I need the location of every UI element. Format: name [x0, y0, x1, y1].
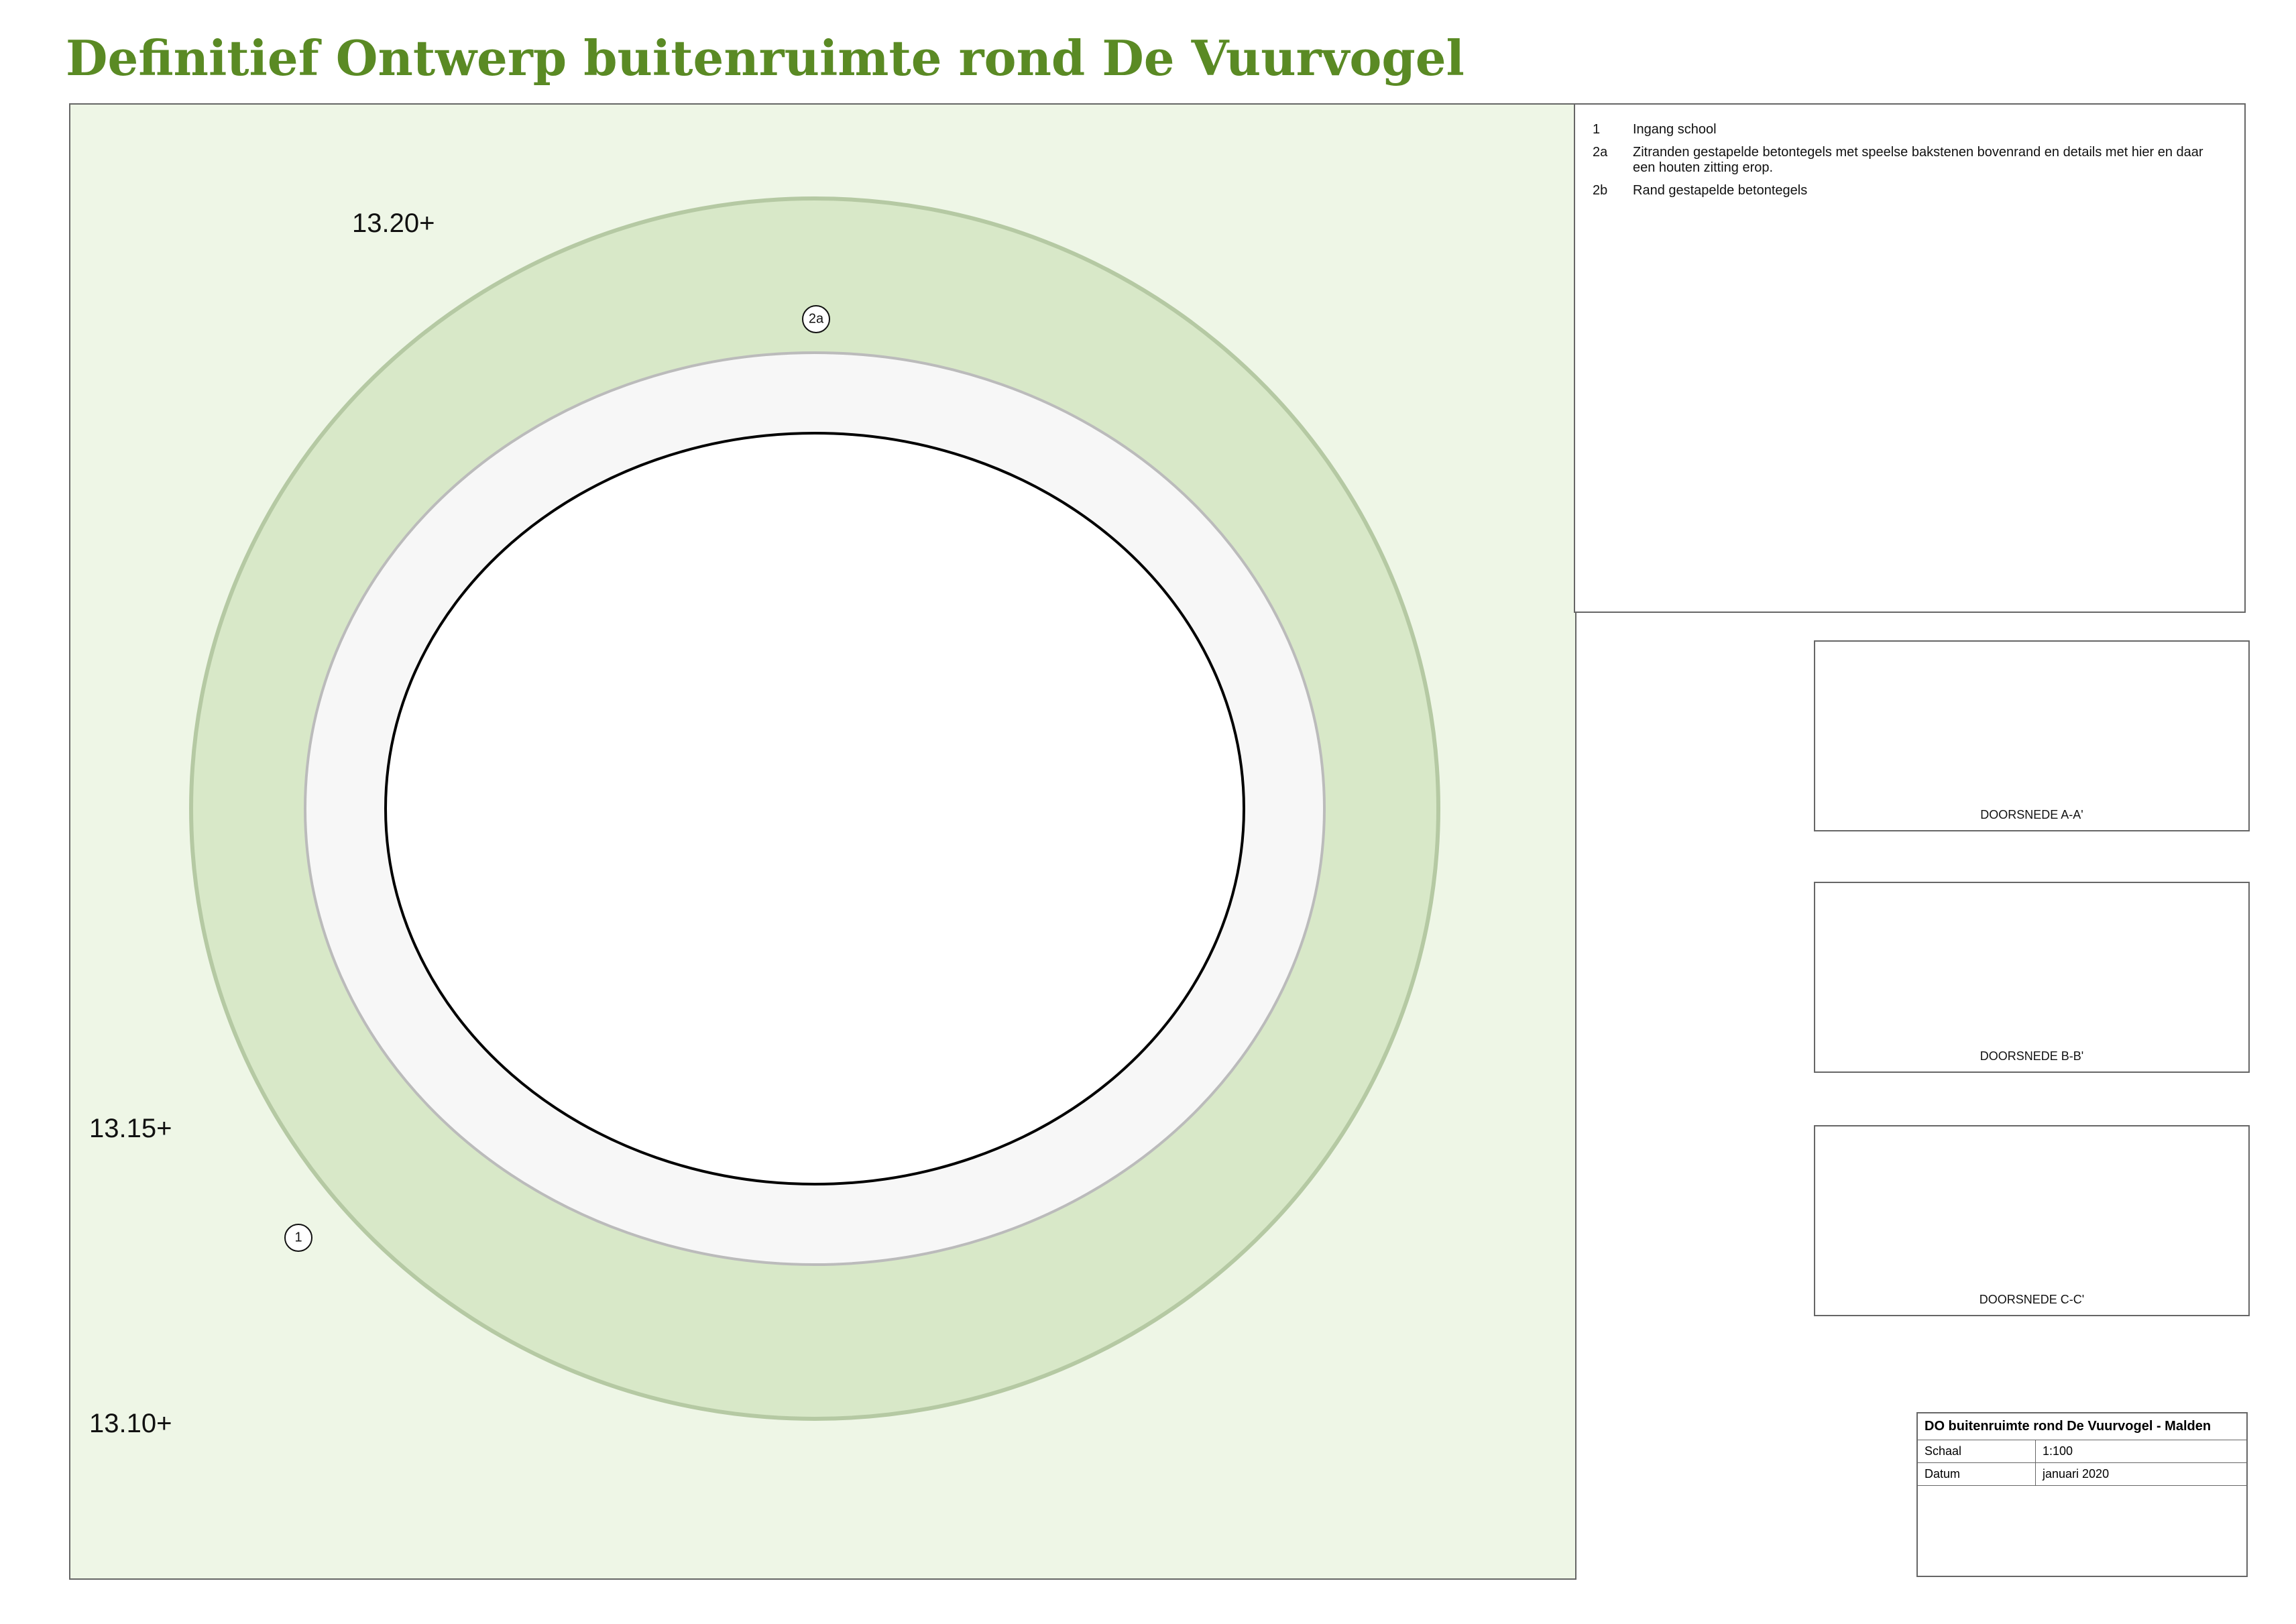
badge-circle: [802, 305, 830, 333]
badge-label: 1: [294, 1230, 302, 1244]
elevation-13-15: 13.15+: [89, 1114, 172, 1143]
title-block-key: Datum: [1918, 1463, 2036, 1485]
legend-number: 2a: [1593, 144, 1608, 160]
title-block: DO buitenruimte rond De Vuurvogel - Mald…: [1916, 1412, 2248, 1577]
badge-2a: 2a: [802, 305, 830, 333]
section-caption: DOORSNEDE A-A': [1980, 808, 2083, 821]
title-block-key: Schaal: [1918, 1440, 2036, 1462]
section-aa: DOORSNEDE A-A': [1814, 640, 2250, 831]
badge-circle: [284, 1224, 312, 1252]
badge-label: 2a: [809, 311, 824, 326]
site-plan-svg: 13.20+ 13.15+ 13.10+ 1 2a: [89, 196, 1440, 1438]
legend-panel: 1 Ingang school 2a Zitranden gestapelde …: [1574, 103, 2246, 613]
legend-text: Zitranden gestapelde betontegels met spe…: [1633, 144, 2203, 176]
legend-item: 1 Ingang school: [1593, 122, 2227, 138]
legend-item: 2a Zitranden gestapelde betontegels met …: [1593, 145, 2227, 176]
section-bb: DOORSNEDE B-B': [1814, 882, 2250, 1073]
legend-text: Rand gestapelde betontegels: [1633, 182, 1808, 198]
building-outline: [384, 432, 1245, 1185]
legend-item: 2b Rand gestapelde betontegels: [1593, 183, 2227, 199]
badge-1: 1: [284, 1224, 312, 1252]
drawing-title: Definitief Ontwerp buitenruimte rond De …: [66, 30, 1465, 86]
title-block-value: januari 2020: [2043, 1467, 2110, 1481]
legend-number: 1: [1593, 122, 1601, 137]
title-block-heading: DO buitenruimte rond De Vuurvogel - Mald…: [1918, 1413, 2246, 1440]
title-block-value: 1:100: [2043, 1444, 2073, 1458]
section-caption: DOORSNEDE C-C': [1979, 1293, 2085, 1306]
section-cc: DOORSNEDE C-C': [1814, 1125, 2250, 1316]
legend-number: 2b: [1593, 182, 1608, 198]
elevation-13-20: 13.20+: [352, 209, 435, 238]
section-caption: DOORSNEDE B-B': [1979, 1049, 2084, 1063]
legend-text: Ingang school: [1633, 122, 1717, 137]
title-block-row: Datum januari 2020: [1918, 1463, 2246, 1486]
elevation-13-10: 13.10+: [89, 1409, 172, 1438]
title-block-row: Schaal 1:100: [1918, 1440, 2246, 1463]
site-plan-map: 13.20+ 13.15+ 13.10+ 1 2a: [69, 103, 1576, 1580]
